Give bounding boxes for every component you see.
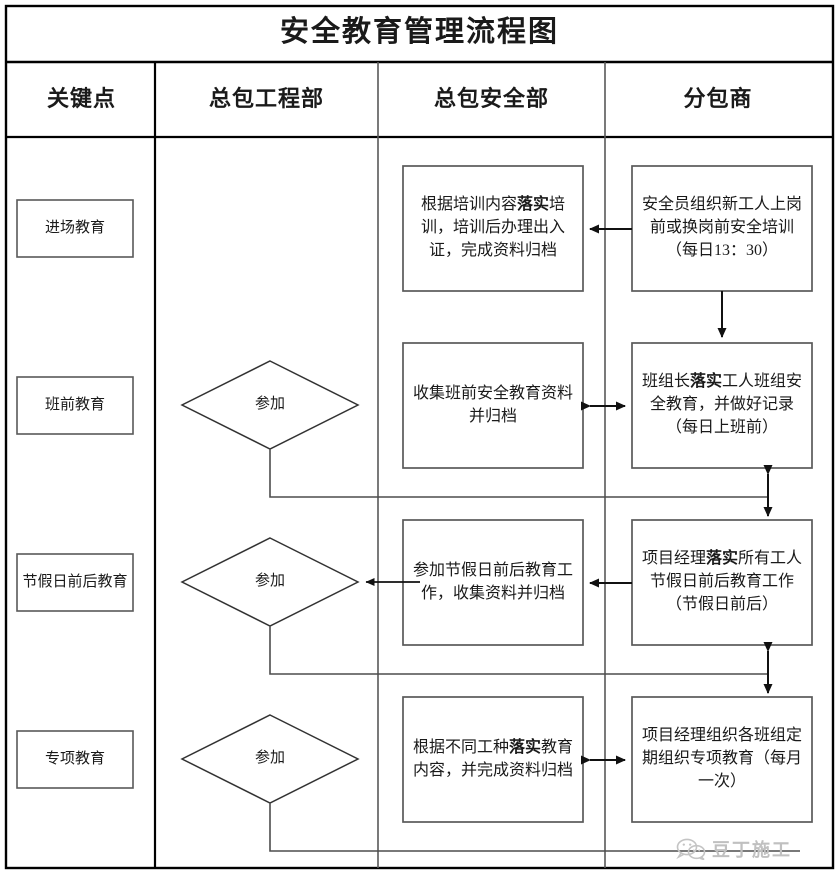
process-text-cont: 所有工人节假日前后教育工作（节假日前后）: [649, 550, 803, 613]
process-text-cont: 工人班组安全教育，并做好记录（每日上班前）: [649, 373, 803, 436]
column-header-key-point: 关键点: [46, 85, 116, 111]
column-header-gc-engineering-dept: 总包工程部: [208, 85, 324, 111]
watermark: 豆丁施工: [676, 836, 792, 862]
key-point-box: 节假日前后教育: [22, 573, 128, 590]
safety-dept-process-box: 参加节假日前后教育工作，收集资料并归档: [403, 520, 583, 645]
key-point-box: 班前教育: [44, 396, 105, 413]
process-text-emphasis: 落实: [508, 738, 541, 756]
process-text: 根据不同工种: [412, 738, 509, 756]
safety-dept-process-box: 根据培训内容落实培训，培训后办理出入证，完成资料归档: [403, 166, 583, 291]
subcontractor-process-box: 项目经理组织各班组定期组织专项教育（每月一次）: [632, 697, 812, 822]
decision-diamond-label: 参加: [254, 750, 285, 767]
process-text-cont: 教育内容，并完成资料归档: [412, 738, 574, 779]
process-text-emphasis: 落实: [705, 550, 738, 568]
watermark-text: 豆丁施工: [712, 840, 792, 860]
process-text: 项目经理: [641, 550, 706, 568]
subcontractor-process-box: 安全员组织新工人上岗前或换岗前安全培训（每日13：30）: [632, 166, 812, 291]
process-text-cont: 培训，培训后办理出入证，完成资料归档: [420, 196, 566, 259]
column-header-gc-safety-dept: 总包安全部: [433, 85, 549, 111]
safety-dept-process-box: 根据不同工种落实教育内容，并完成资料归档: [403, 697, 583, 822]
process-text-emphasis: 落实: [689, 373, 722, 391]
subcontractor-process-box: 班组长落实工人班组安全教育，并做好记录（每日上班前）: [632, 343, 812, 468]
process-text: 班组长: [641, 373, 690, 391]
process-text: 收集班前安全教育资料并归档: [412, 384, 573, 425]
process-text: 项目经理组织各班组定期组织专项教育（每月一次）: [641, 727, 802, 790]
subcontractor-process-box: 项目经理落实所有工人节假日前后教育工作（节假日前后）: [632, 520, 812, 645]
wechat-icon: [676, 838, 706, 860]
key-point-box: 进场教育: [44, 219, 105, 236]
decision-diamond-label: 参加: [254, 396, 285, 413]
safety-dept-process-box: 收集班前安全教育资料并归档: [403, 343, 583, 468]
column-header-subcontractor: 分包商: [683, 85, 753, 111]
process-text-emphasis: 落实: [516, 196, 549, 214]
key-point-box: 专项教育: [44, 750, 105, 767]
process-text: 根据培训内容: [420, 196, 517, 214]
process-text: 参加节假日前后教育工作，收集资料并归档: [412, 561, 573, 602]
process-text: 安全员组织新工人上岗前或换岗前安全培训（每日13：30）: [641, 196, 802, 259]
decision-diamond-label: 参加: [254, 573, 285, 590]
page-title: 安全教育管理流程图: [279, 16, 559, 49]
